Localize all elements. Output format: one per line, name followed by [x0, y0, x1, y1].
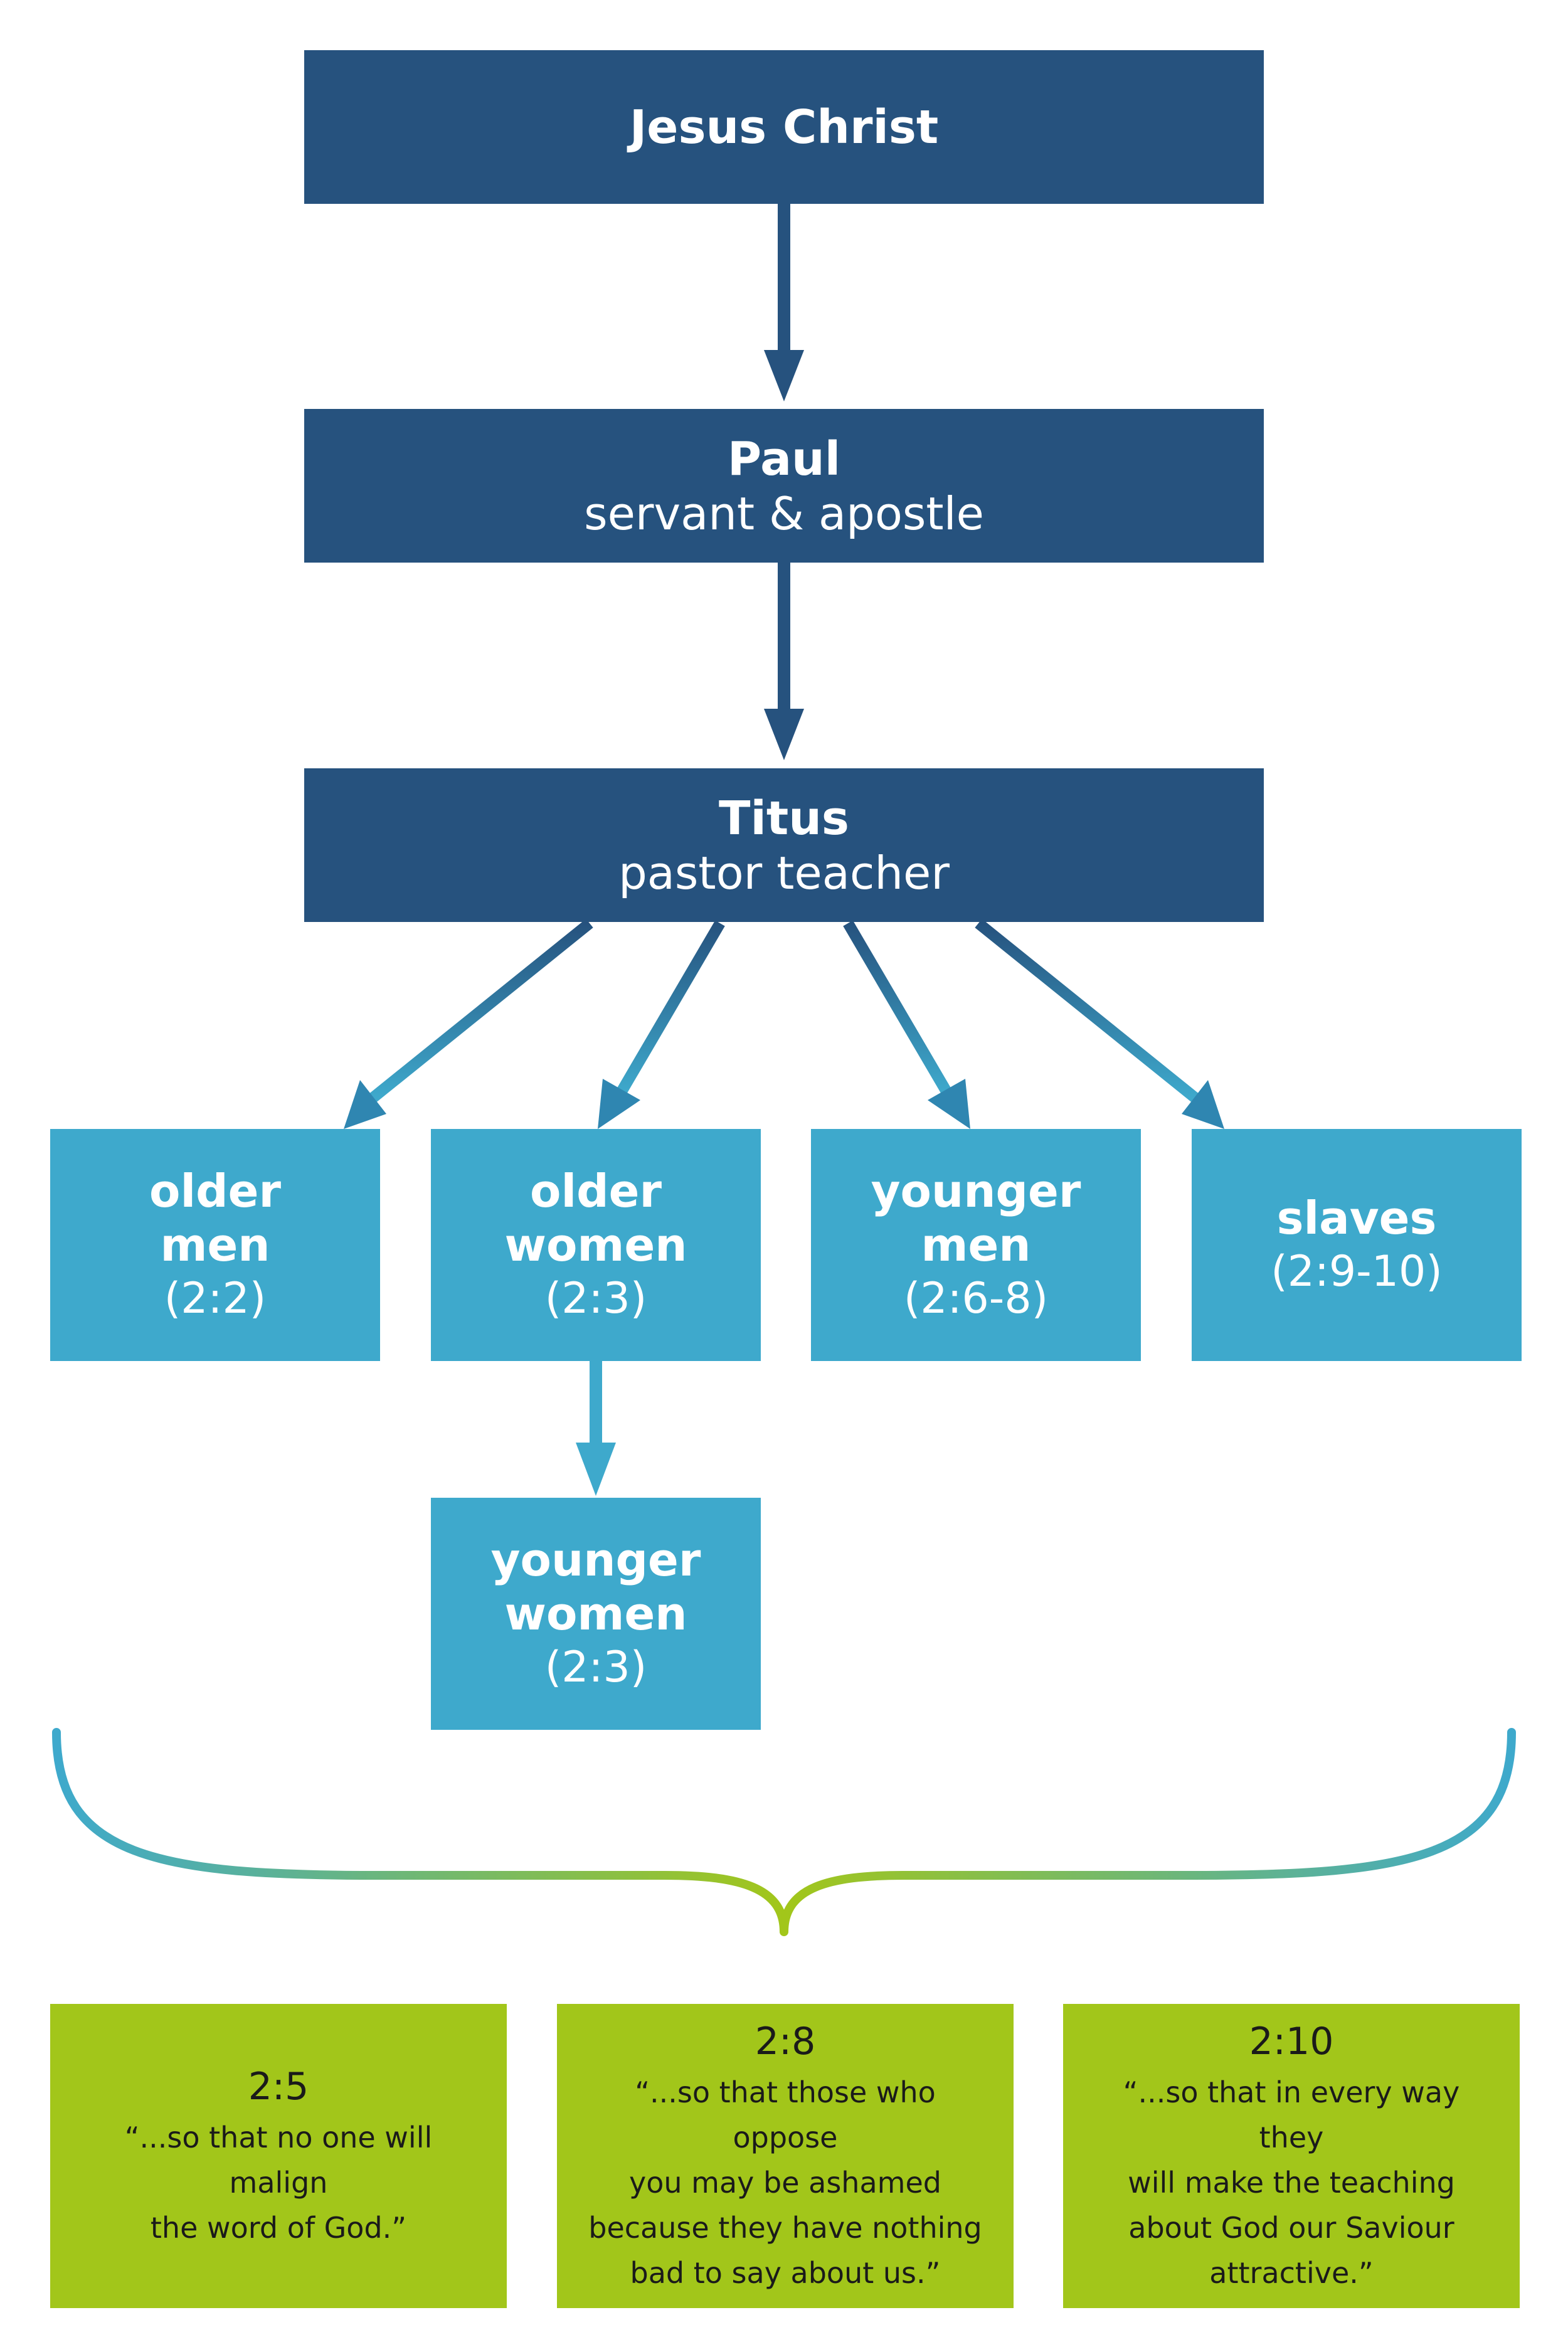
purpose-box-2-10: 2:10 “...so that in every way they will …: [1063, 2004, 1520, 2308]
verse-reference: (2:9-10): [1271, 1247, 1443, 1296]
purpose-quote-line: the word of God.”: [150, 2210, 407, 2245]
purpose-quote-line: bad to say about us.”: [630, 2255, 941, 2290]
purpose-quote-line: “...so that those who oppose: [635, 2075, 936, 2154]
purpose-box-2-8: 2:8 “...so that those who oppose you may…: [557, 2004, 1014, 2308]
node-title-line: younger: [490, 1534, 701, 1586]
arrow-titus-to-older-women: [598, 920, 725, 1129]
purpose-verse: 2:10: [1249, 2019, 1334, 2063]
purpose-box-2-5: 2:5 “...so that no one will malign the w…: [50, 2004, 507, 2308]
arrow-titus-to-younger-men: [843, 920, 970, 1129]
grouping-brace: [52, 1728, 1516, 1936]
node-subtitle: servant & apostle: [584, 487, 984, 540]
node-title-line: women: [504, 1587, 687, 1640]
arrow-older-women-to-younger-women: [576, 1361, 616, 1496]
purpose-quote-line: will make the teaching: [1128, 2165, 1455, 2200]
verse-reference: (2:2): [164, 1274, 267, 1323]
purpose-quote-line: because they have nothing: [588, 2210, 982, 2245]
node-older-men: older men (2:2): [50, 1129, 380, 1361]
node-title: Titus: [719, 791, 849, 845]
purpose-verse: 2:5: [248, 2064, 309, 2109]
node-title-line: men: [921, 1219, 1031, 1271]
node-titus: Titus pastor teacher: [304, 768, 1264, 922]
purpose-quote-line: you may be ashamed: [629, 2165, 941, 2200]
node-title: Paul: [727, 432, 841, 486]
node-title-line: slaves: [1276, 1192, 1437, 1244]
arrow-jesus-to-paul: [764, 204, 804, 401]
purpose-quote-line: about God our Saviour: [1128, 2210, 1454, 2245]
node-jesus-christ: Jesus Christ: [304, 50, 1264, 204]
verse-reference: (2:6-8): [903, 1274, 1049, 1323]
node-title: Jesus Christ: [629, 100, 939, 154]
verse-reference: (2:3): [544, 1274, 647, 1323]
node-paul: Paul servant & apostle: [304, 409, 1264, 563]
node-older-women: older women (2:3): [431, 1129, 761, 1361]
arrow-titus-to-older-men: [344, 918, 593, 1129]
purpose-verse: 2:8: [755, 2019, 816, 2063]
node-younger-women: younger women (2:3): [431, 1498, 761, 1730]
node-title-line: older: [149, 1165, 282, 1217]
purpose-quote-line: “...so that in every way they: [1123, 2075, 1460, 2154]
arrow-titus-to-slaves: [975, 918, 1224, 1129]
node-title-line: older: [529, 1165, 662, 1217]
node-slaves: slaves (2:9-10): [1192, 1129, 1522, 1361]
node-younger-men: younger men (2:6-8): [811, 1129, 1141, 1361]
node-title-line: men: [160, 1219, 270, 1271]
verse-reference: (2:3): [544, 1643, 647, 1692]
node-title-line: women: [504, 1219, 687, 1271]
node-title-line: younger: [871, 1165, 1081, 1217]
purpose-quote-line: “...so that no one will malign: [124, 2120, 433, 2200]
node-subtitle: pastor teacher: [618, 846, 950, 899]
arrow-paul-to-titus: [764, 563, 804, 760]
purpose-quote-line: attractive.”: [1209, 2255, 1374, 2290]
